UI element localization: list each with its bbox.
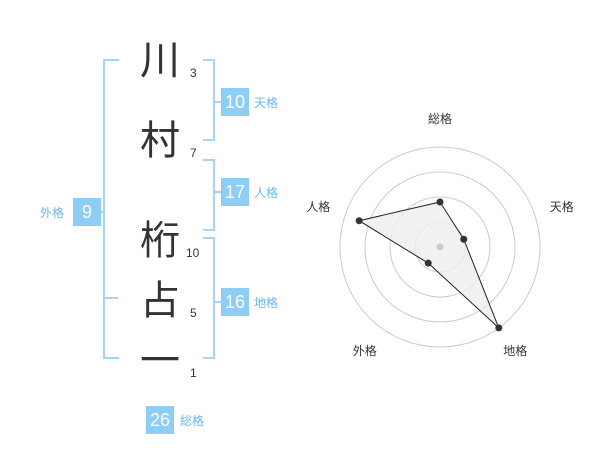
stroke-count-4: 5 <box>190 306 197 320</box>
radar-point-5 <box>355 217 363 225</box>
tenkaku-bracket <box>203 59 215 141</box>
stroke-count-1: 3 <box>190 66 197 80</box>
radar-axis-label: 地格 <box>503 343 528 358</box>
radar-point-1 <box>436 198 444 206</box>
name-char-1: 川 <box>140 38 180 84</box>
soukaku-label: 総格 <box>180 414 205 428</box>
name-char-2: 村 <box>140 118 180 164</box>
radar-ring <box>364 171 516 323</box>
stroke-count-5: 1 <box>190 366 197 380</box>
gaikaku-bracket <box>103 59 119 359</box>
radar-ring <box>389 196 491 298</box>
radar-axis-label: 総格 <box>427 112 453 126</box>
jinkaku-value-box: 17 <box>221 178 249 206</box>
tenkaku-label: 天格 <box>254 96 279 110</box>
radar-axis-label: 外格 <box>352 343 377 358</box>
gaikaku-label: 外格 <box>40 206 65 220</box>
chikaku-value-box: 16 <box>221 288 249 316</box>
radar-point-3 <box>495 324 503 332</box>
chikaku-bracket <box>203 237 215 359</box>
stroke-count-2: 7 <box>190 146 197 160</box>
name-char-5: 一 <box>140 338 180 384</box>
radar-point-2 <box>460 235 468 243</box>
chikaku-label: 地格 <box>254 296 279 310</box>
radar-axis-label: 人格 <box>306 200 331 215</box>
name-char-4: 占 <box>140 278 180 324</box>
radar-axis-label: 天格 <box>549 200 574 215</box>
name-char-3: 桁 <box>140 218 180 264</box>
radar-center <box>436 243 444 251</box>
jinkaku-label: 人格 <box>254 186 279 200</box>
stroke-count-3: 10 <box>186 246 200 260</box>
radar-ring <box>339 146 541 348</box>
tenkaku-value-box: 10 <box>221 88 249 116</box>
jinkaku-bracket <box>203 159 215 231</box>
radar-point-4 <box>424 259 432 267</box>
gaikaku-value-box: 9 <box>73 198 101 226</box>
soukaku-value-box: 26 <box>146 406 174 434</box>
radar-area <box>357 201 500 329</box>
